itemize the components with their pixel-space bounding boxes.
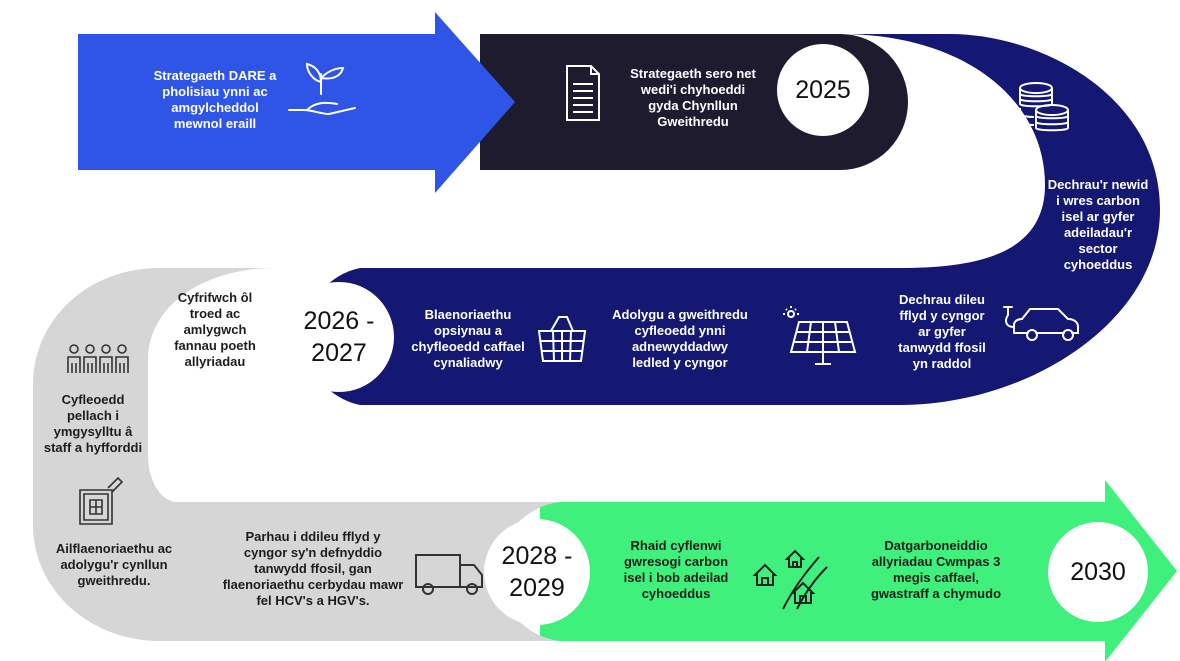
milestone-heat-supply: Rhaid cyflenwi gwresogi carbon isel i bo… <box>623 538 729 601</box>
milestone-scope3: Datgarboneiddio allyriadau Cwmpas 3 megi… <box>870 538 1002 601</box>
coins-icon <box>1019 82 1069 132</box>
year-2025: 2025 <box>777 44 869 136</box>
electric-car-icon <box>1003 306 1079 341</box>
milestone-low-carbon-heat: Dechrau'r newid i wres carbon isel ar gy… <box>1047 177 1149 272</box>
year-2028-2029: 2028 - 2029 <box>484 519 590 625</box>
year-2030: 2030 <box>1048 522 1148 622</box>
milestone-net-zero-strategy: Strategaeth sero net wedi'i chyhoeddi gy… <box>630 66 756 129</box>
milestone-dare: Strategaeth DARE a pholisiau ynni ac amg… <box>153 68 277 131</box>
milestone-reprioritise: Ailflaenoriaethu ac adolygu'r cynllun gw… <box>55 541 173 588</box>
milestone-hcv: Parhau i ddileu fflyd y cyngor sy'n defn… <box>222 529 404 608</box>
milestone-footprint: Cyfrifwch ôl troed ac amlygwch fannau po… <box>174 290 256 369</box>
milestone-procurement: Blaenoriaethu opsiynau a chyfleoedd caff… <box>411 307 525 370</box>
milestone-decarb-fleet: Dechrau dileu fflyd y cyngor ar gyfer ta… <box>898 292 986 371</box>
truck-icon <box>415 554 483 595</box>
houses-road-icon <box>752 549 828 610</box>
plant-hand-icon <box>288 62 356 116</box>
milestone-staff: Cyfleoedd pellach i ymgysylltu â staff a… <box>43 392 143 455</box>
segment-navy <box>304 34 1160 405</box>
solar-panel-icon <box>783 306 857 365</box>
segment-green-arrow <box>540 480 1177 661</box>
milestone-net-zero-funding: Cyllid Sero Net wedi'i Glustnodi <box>929 82 997 129</box>
segment-grey <box>33 268 600 641</box>
basket-icon <box>537 316 587 362</box>
milestone-renewables: Adolygu a gweithredu cyfleoedd ynni adne… <box>612 307 748 370</box>
blueprint-icon <box>79 476 124 525</box>
document-icon <box>566 65 600 121</box>
segment-blue-arrow <box>78 12 515 193</box>
people-icon <box>67 344 129 373</box>
year-2026-2027: 2026 - 2027 <box>284 282 394 392</box>
